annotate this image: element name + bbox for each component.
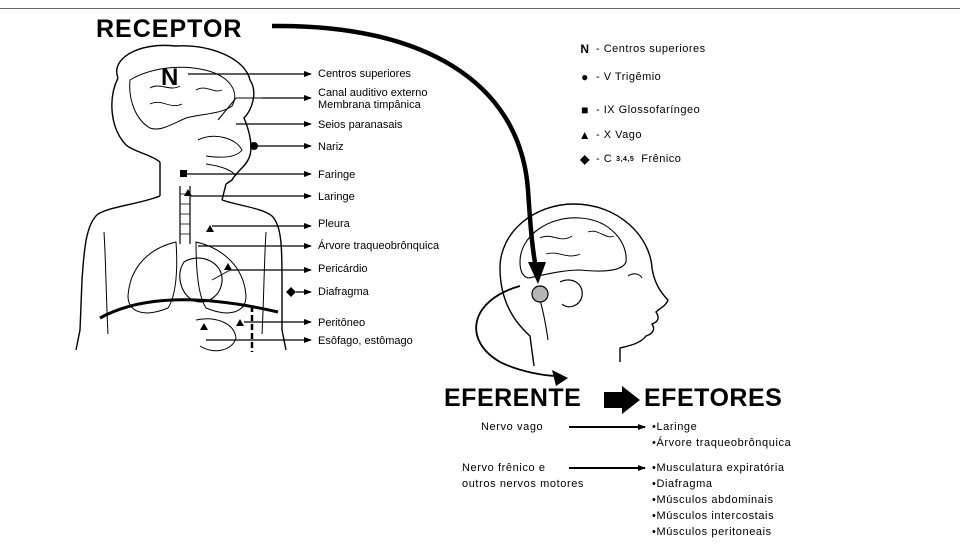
label-canal-auditivo: Canal auditivo externo [318, 87, 428, 99]
label-pericardio: Pericárdio [318, 263, 368, 275]
brain-letter-n: N [161, 64, 179, 91]
legend-subscript: 3,4,5 [616, 155, 635, 163]
legend-n-symbol: N [580, 42, 590, 56]
legend-centros-superiores: N - Centros superiores [578, 42, 706, 56]
triangle-icon: ▲ [578, 128, 592, 142]
legend-frenico: ◆ - C 3,4,5 Frênico [578, 152, 681, 166]
child-head [499, 203, 669, 367]
effector-musculos-intercostais: •Músculos intercostais [652, 510, 775, 522]
receptor-title: RECEPTOR [96, 15, 243, 43]
label-peritoneo: Peritôneo [318, 317, 366, 329]
legend-text: - Centros superiores [596, 43, 706, 55]
body-figure [75, 44, 287, 352]
legend-text: - C [596, 153, 613, 165]
nervo-vago-label: Nervo vago [481, 421, 544, 433]
label-membrana-timpanica: Membrana timpânica [318, 99, 421, 111]
efferent-block-arrow [604, 386, 640, 414]
effector-musculos-peritoneais: •Músculos peritoneais [652, 526, 772, 538]
receptor-arrows [187, 71, 312, 343]
square-icon: ■ [581, 103, 589, 117]
top-rule [0, 8, 960, 9]
eferente-title: EFERENTE [444, 384, 582, 412]
effector-musculatura-expiratoria: •Musculatura expiratória [652, 462, 785, 474]
receptor-curve-arrow [271, 23, 546, 284]
effector-arvore: •Árvore traqueobrônquica [652, 437, 792, 449]
outros-nervos-label: outros nervos motores [462, 478, 585, 490]
legend-text-after: Frênico [641, 153, 682, 165]
legend-trigemio: ● - V Trigêmio [578, 70, 661, 84]
legend-text: - IX Glossofaríngeo [596, 104, 701, 116]
label-seios-paranasais: Seios paranasais [318, 119, 403, 131]
legend-glossofaringeo: ■ - IX Glossofaríngeo [578, 103, 700, 117]
legend-text: - X Vago [596, 129, 642, 141]
label-pleura: Pleura [318, 218, 350, 230]
nervo-frenico-label: Nervo frênico e [462, 462, 546, 474]
effector-musculos-abdominais: •Músculos abdominais [652, 494, 774, 506]
effector-arrows [569, 424, 646, 471]
effector-laringe: •Laringe [652, 421, 698, 433]
label-diafragma: Diafragma [318, 286, 369, 298]
legend-text: - V Trigêmio [596, 71, 662, 83]
label-arvore-traqueobronquica: Árvore traqueobrônquica [318, 240, 440, 252]
label-faringe: Faringe [318, 169, 356, 181]
efetores-title: EFETORES [644, 384, 783, 412]
label-nariz: Nariz [318, 141, 344, 153]
brain-to-efferent-arrow [475, 285, 568, 386]
label-centros-superiores: Centros superiores [318, 68, 411, 80]
diamond-icon: ◆ [580, 152, 590, 166]
legend-vago: ▲ - X Vago [578, 128, 642, 142]
circle-icon: ● [581, 70, 589, 84]
effector-diafragma: •Diafragma [652, 478, 713, 490]
label-esofago-estomago: Esôfago, estômago [318, 335, 413, 347]
label-laringe: Laringe [318, 191, 355, 203]
receptor-markers [180, 142, 296, 330]
brainstem-center [531, 285, 549, 303]
